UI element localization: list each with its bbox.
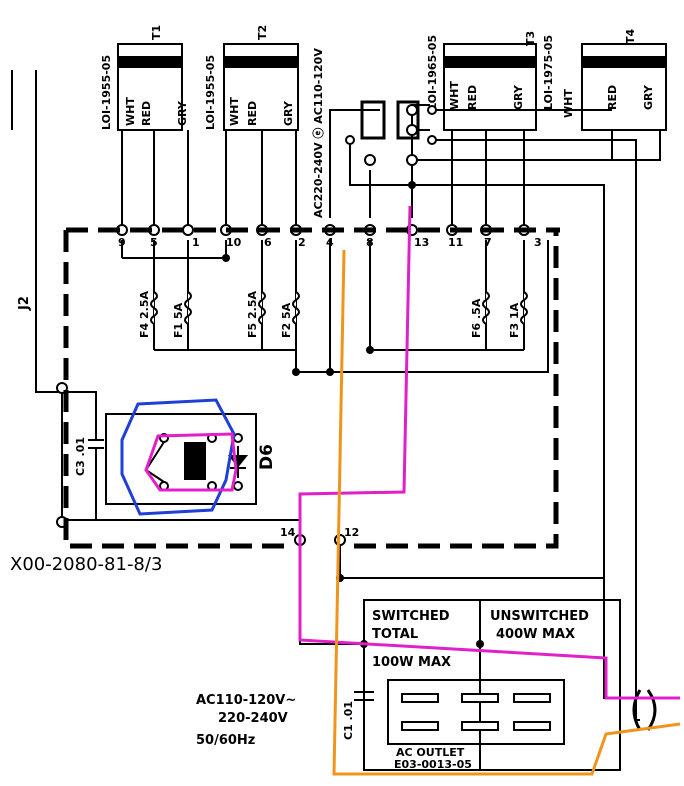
fuse-labels: F4 2.5A F1 5A F5 2.5A F2 5A F6 .5A F3 1A (138, 291, 521, 338)
t4-part-label: LOI-1975-05 (542, 35, 555, 110)
terminal-circles (56, 104, 530, 546)
junction-dots (222, 181, 484, 648)
pcb-dashed-outline (63, 227, 560, 549)
terminal-13: 13 (414, 236, 429, 249)
outlet-part-label: E03-0013-05 (394, 758, 472, 771)
terminal-numbers: 9 5 1 10 6 2 4 8 13 11 7 3 (118, 236, 542, 249)
capacitor-c1-label: C1 .01 (342, 701, 355, 740)
capacitor-c3-label: C3 .01 (74, 437, 87, 476)
t4-wire-red: RED (606, 85, 619, 110)
orange-annotation-path (332, 249, 681, 776)
relay-coil-block (184, 442, 206, 480)
switched-max-label: 100W MAX (372, 655, 451, 670)
terminal-12: 12 (344, 526, 359, 539)
t4-label: T4 (624, 28, 637, 44)
fuse-f1-label: F1 5A (172, 302, 185, 338)
terminal-11: 11 (448, 236, 463, 249)
t1-part-label: LOI-1955-05 (100, 55, 113, 130)
unswitched-max-label: 400W MAX (496, 627, 575, 642)
fuse-f4-label: F4 2.5A (138, 291, 151, 338)
t3-label: T3 (524, 31, 537, 46)
t2-part-label: LOI-1955-05 (204, 55, 217, 130)
mains-line2: 220-240V (218, 711, 288, 726)
t2-wire-gry: GRY (282, 100, 295, 126)
power-switch-contacts (360, 100, 420, 140)
connector-j2-label: J2 (17, 296, 32, 311)
t1-wire-wht: WHT (124, 97, 137, 126)
mains-plug-icon (632, 689, 657, 731)
t1-wire-red: RED (140, 101, 153, 126)
t1-wire-gry: GRY (176, 100, 189, 126)
mains-line3: 50/60Hz (196, 733, 255, 748)
t4-wire-wht: WHT (562, 89, 575, 118)
terminal-3: 3 (534, 236, 542, 249)
terminal-14: 14 (280, 526, 296, 539)
fuse-symbols (150, 291, 528, 325)
outlet-name-label: AC OUTLET (396, 746, 465, 759)
terminal-1: 1 (192, 236, 200, 249)
terminal-2: 2 (298, 236, 306, 249)
unswitched-label: UNSWITCHED (490, 609, 589, 624)
wiring (11, 70, 661, 771)
t3-wire-red: RED (466, 85, 479, 110)
terminal-7: 7 (484, 236, 492, 249)
ac-outlet-labels: SWITCHED TOTAL 100W MAX UNSWITCHED 400W … (342, 609, 589, 771)
terminal-4: 4 (326, 236, 334, 249)
outlet-sockets (401, 693, 551, 731)
switched-label: SWITCHED (372, 609, 450, 624)
terminal-10: 10 (226, 236, 242, 249)
mains-labels: AC110-120V~ 220-240V 50/60Hz (196, 693, 296, 748)
t2-wire-wht: WHT (228, 97, 241, 126)
header-vertical-labels: LOI-1955-05 T1 LOI-1955-05 T2 AC220-240V… (100, 25, 655, 218)
fuse-f5-label: F5 2.5A (246, 291, 259, 338)
transformer-header-bars (118, 56, 666, 68)
blue-annotation-outline (120, 398, 236, 516)
t1-label: T1 (150, 25, 163, 40)
terminal-5: 5 (150, 236, 158, 249)
mains-line1: AC110-120V~ (196, 693, 296, 708)
ac-input-label: AC220-240V ⓔ AC110-120V (311, 48, 325, 218)
t2-wire-red: RED (246, 101, 259, 126)
fuse-f6-label: F6 .5A (470, 298, 483, 338)
magenta-annotation-loop (144, 432, 238, 492)
board-part-number: X00-2080-81-8/3 (10, 554, 162, 575)
t2-label: T2 (256, 25, 269, 40)
t3-part-label: LOI-1965-05 (426, 35, 439, 110)
fuse-f2-label: F2 5A (280, 302, 293, 338)
t4-wire-gry: GRY (642, 84, 655, 110)
terminal-8: 8 (366, 236, 374, 249)
diode-d6-label: D6 (257, 444, 277, 470)
terminal-6: 6 (264, 236, 272, 249)
total-label: TOTAL (372, 627, 418, 642)
fuse-f3-label: F3 1A (508, 302, 521, 338)
terminal-9: 9 (118, 236, 126, 249)
magenta-annotation-path (298, 205, 680, 700)
t3-wire-gry: GRY (512, 84, 525, 110)
t3-wire-wht: WHT (448, 81, 461, 110)
